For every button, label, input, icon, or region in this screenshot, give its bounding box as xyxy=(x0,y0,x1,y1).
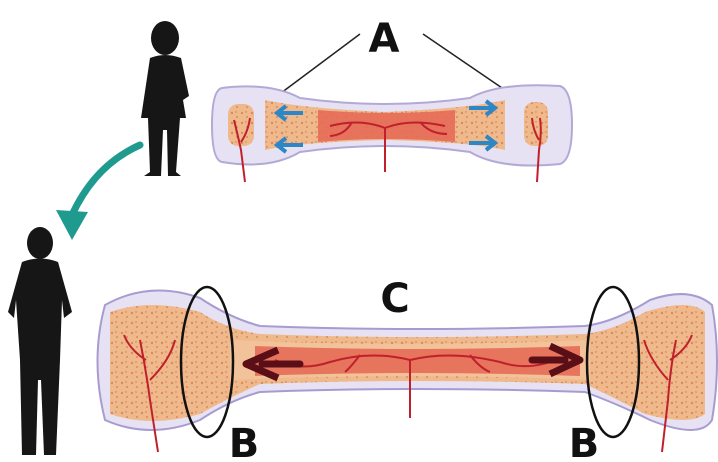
label-c: C xyxy=(380,276,409,322)
label-a: A xyxy=(369,16,400,62)
label-b-right: B xyxy=(569,421,600,462)
adult-silhouette xyxy=(8,227,72,455)
pointer-line-right xyxy=(423,34,505,90)
child-bone xyxy=(212,85,572,182)
curved-arrow-icon xyxy=(56,145,140,240)
pointer-line-left xyxy=(277,34,360,96)
child-silhouette xyxy=(141,21,189,176)
label-b-left: B xyxy=(229,421,260,462)
